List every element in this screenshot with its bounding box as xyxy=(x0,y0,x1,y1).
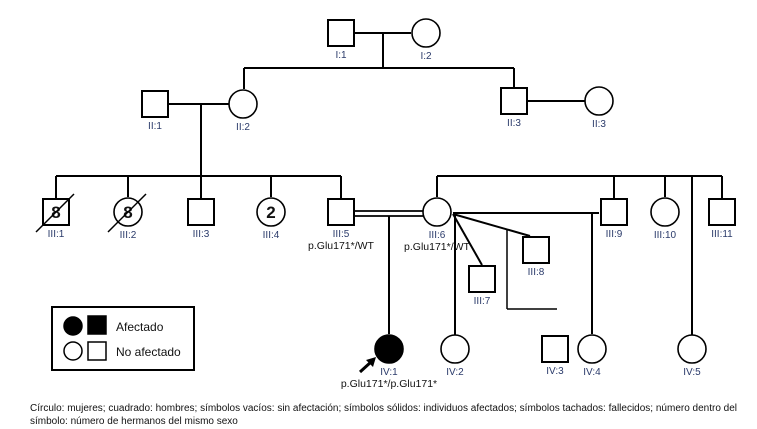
legend: Afectado No afectado xyxy=(51,306,195,371)
legend-affected-label: Afectado xyxy=(116,320,164,334)
individual-iv-1: IV:1p.Glu171*/p.Glu171* xyxy=(341,334,437,390)
individual-iii-11: III:11 xyxy=(708,198,736,240)
legend-unaffected-male-icon xyxy=(87,341,107,361)
individual-iii-7: III:7 xyxy=(468,265,496,307)
individual-iv-2: IV:2 xyxy=(440,334,470,378)
individual-iii-5: III:5p.Glu171*/WT xyxy=(308,198,375,252)
diag-line-III8 xyxy=(452,213,531,237)
male-symbol xyxy=(327,19,355,47)
individual-label: I:2 xyxy=(420,51,432,62)
individual-label: II:2 xyxy=(236,122,250,133)
genotype-label: p.Glu171*/p.Glu171* xyxy=(341,378,437,390)
female-symbol xyxy=(440,334,470,364)
individual-iii-9: III:9 xyxy=(600,198,628,240)
genotype-label: p.Glu171*/WT xyxy=(308,240,375,252)
female-symbol xyxy=(422,197,452,227)
male-symbol xyxy=(500,87,528,115)
female-symbol xyxy=(577,334,607,364)
individual-iii-10: III:10 xyxy=(650,197,680,241)
female-symbol xyxy=(584,86,614,116)
diag-line-III7 xyxy=(452,213,483,266)
individual-iii-3: III:3 xyxy=(187,198,215,240)
legend-affected-female-icon xyxy=(63,316,83,336)
female-symbol xyxy=(411,18,441,48)
legend-affected-male-icon xyxy=(87,315,107,335)
individual-label: II:3 xyxy=(507,118,521,129)
individual-label: II:1 xyxy=(148,121,162,132)
female-symbol xyxy=(228,89,258,119)
genotype-label: p.Glu171*/WT xyxy=(404,241,471,253)
individual-label: III:11 xyxy=(711,229,733,240)
figure-caption: Círculo: mujeres; cuadrado: hombres; sím… xyxy=(30,403,738,427)
individual-label: III:4 xyxy=(263,230,280,241)
individual-label: II:3 xyxy=(592,119,606,130)
individual-label: IV:4 xyxy=(583,367,601,378)
legend-unaffected-female-icon xyxy=(63,341,83,361)
deceased-slash xyxy=(107,193,147,233)
individual-label: III:8 xyxy=(528,267,545,278)
male-symbol xyxy=(522,236,550,264)
individual-label: IV:1 xyxy=(380,367,398,378)
female-symbol xyxy=(256,197,286,227)
legend-unaffected-label: No afectado xyxy=(116,345,181,359)
male-symbol xyxy=(187,198,215,226)
connector-lines xyxy=(55,32,723,335)
male-symbol xyxy=(141,90,169,118)
individual-label: III:10 xyxy=(654,230,677,241)
individual-iii-8: III:8 xyxy=(522,236,550,278)
individual-label: III:7 xyxy=(474,296,491,307)
deceased-slash xyxy=(35,193,75,233)
individual-iii-6: III:6p.Glu171*/WT xyxy=(404,197,471,253)
female-symbol xyxy=(374,334,404,364)
male-symbol xyxy=(327,198,355,226)
individual-iv-4: IV:4 xyxy=(577,334,607,378)
sibling-count: 2 xyxy=(266,203,275,222)
individual-ii-3: II:3 xyxy=(584,86,614,130)
individual-ii-3: II:3 xyxy=(500,87,528,129)
proband-arrow-icon xyxy=(358,357,376,374)
individual-label: III:2 xyxy=(120,230,137,241)
male-symbol xyxy=(468,265,496,293)
female-symbol xyxy=(650,197,680,227)
individual-label: III:5 xyxy=(333,229,350,240)
individual-i-1: I:1 xyxy=(327,19,355,61)
male-symbol xyxy=(708,198,736,226)
male-symbol xyxy=(541,335,569,363)
individual-iv-3: IV:3 xyxy=(541,335,569,377)
female-symbol xyxy=(677,334,707,364)
individual-label: III:9 xyxy=(606,229,623,240)
individual-label: I:1 xyxy=(335,50,347,61)
male-symbol xyxy=(600,198,628,226)
individual-ii-2: II:2 xyxy=(228,89,258,133)
individual-label: IV:3 xyxy=(546,366,564,377)
individual-label: III:3 xyxy=(193,229,210,240)
individual-label: IV:2 xyxy=(446,367,464,378)
individual-label: III:1 xyxy=(48,229,65,240)
individual-i-2: I:2 xyxy=(411,18,441,62)
individual-ii-1: II:1 xyxy=(141,90,169,132)
individual-label: IV:5 xyxy=(683,367,701,378)
individual-label: III:6 xyxy=(429,230,446,241)
individual-iv-5: IV:5 xyxy=(677,334,707,378)
